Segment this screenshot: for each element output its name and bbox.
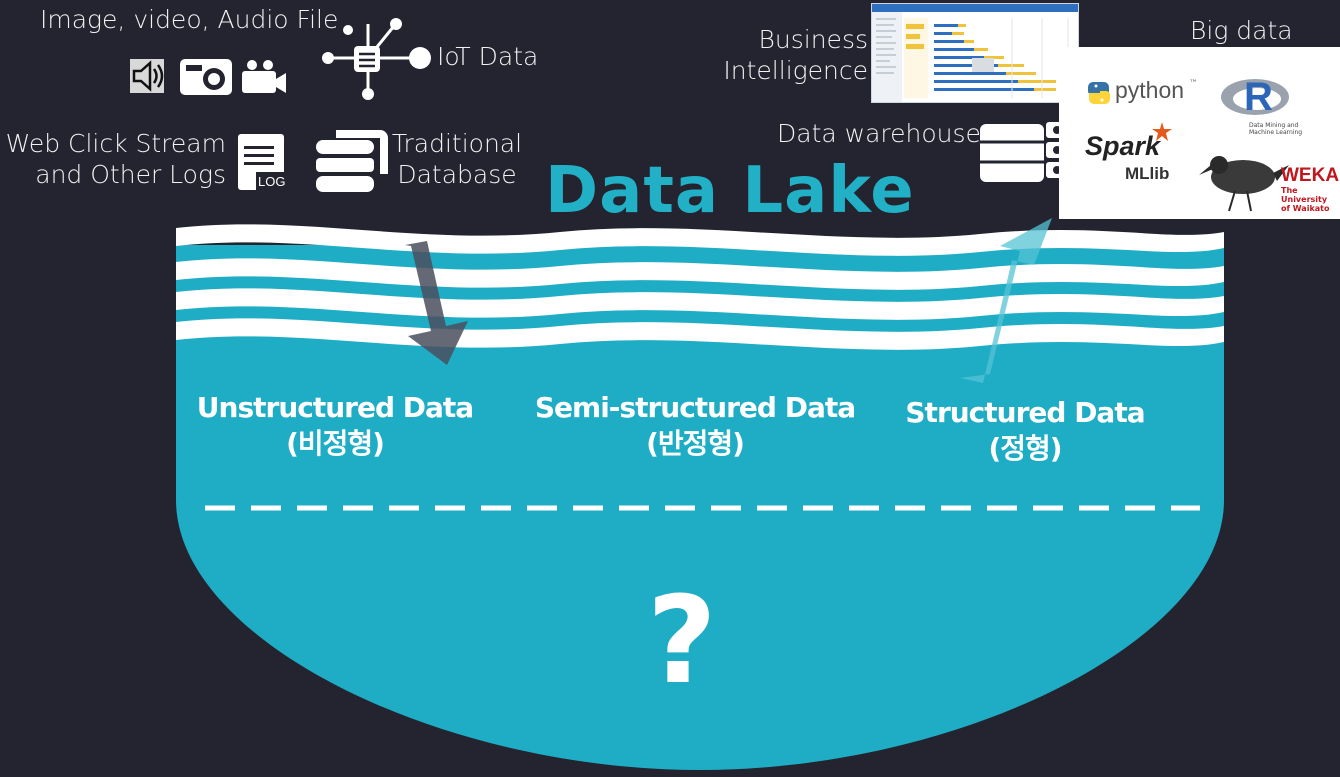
python-text: python bbox=[1115, 77, 1185, 103]
outflow-arrow bbox=[960, 218, 1052, 383]
traditional-db-label: Traditional Database bbox=[382, 128, 532, 190]
speaker-icon bbox=[130, 59, 164, 93]
wave-1 bbox=[176, 224, 1224, 256]
lake-body bbox=[176, 245, 1224, 770]
spark-text: Spark bbox=[1085, 131, 1161, 161]
python-tm: ™ bbox=[1189, 79, 1198, 89]
bi-dashboard-thumbnail bbox=[871, 3, 1079, 103]
weka-bird-icon bbox=[1199, 156, 1289, 212]
python-logo-icon bbox=[1088, 82, 1110, 104]
bigdata-tools-panel: python ™ R Data Mining and Machine Learn… bbox=[1059, 47, 1340, 219]
r-caption: Data Mining and Machine Learning bbox=[1249, 122, 1302, 136]
database-icon bbox=[316, 130, 388, 192]
weka-caption: The University of Waikato bbox=[1281, 186, 1340, 213]
r-text: R bbox=[1244, 75, 1273, 119]
category-structured: Structured Data (정형) bbox=[885, 395, 1165, 467]
bi-label-line1: Business bbox=[758, 25, 868, 54]
r-logo-icon bbox=[1221, 79, 1289, 115]
unknown-question-mark: ? bbox=[647, 572, 717, 711]
bigdata-label: Big data bbox=[1190, 16, 1293, 45]
weka-text: WEKA bbox=[1281, 165, 1340, 186]
video-camera-icon bbox=[242, 60, 286, 93]
media-label: Image, video, Audio File bbox=[40, 5, 339, 34]
weka-caption-line1: The University bbox=[1281, 186, 1328, 204]
category-unstructured-name: Unstructured Data bbox=[196, 391, 474, 424]
spark-star-icon bbox=[1152, 122, 1172, 141]
wave-2 bbox=[176, 258, 1224, 290]
media-icons bbox=[130, 59, 286, 95]
bi-label-line2: Intelligence bbox=[723, 56, 868, 85]
log-file-icon: LOG bbox=[238, 134, 286, 192]
diagram-title: Data Lake bbox=[545, 154, 915, 228]
inflow-arrow bbox=[405, 241, 468, 365]
category-semistructured: Semi-structured Data (반정형) bbox=[510, 390, 880, 462]
weblog-label: Web Click Stream and Other Logs bbox=[4, 128, 226, 190]
log-icon-text: LOG bbox=[258, 174, 286, 189]
category-unstructured-korean: (비정형) bbox=[286, 427, 385, 460]
traditional-db-line2: Database bbox=[397, 160, 517, 189]
dashboard-screenshot-icon bbox=[872, 4, 1078, 102]
weka-caption-line2: of Waikato bbox=[1281, 204, 1330, 213]
category-semistructured-name: Semi-structured Data bbox=[534, 391, 856, 424]
iot-hub-icon bbox=[322, 18, 431, 100]
category-structured-korean: (정형) bbox=[988, 432, 1062, 465]
warehouse-label: Data warehouse bbox=[777, 119, 981, 148]
category-unstructured: Unstructured Data (비정형) bbox=[180, 390, 490, 462]
bi-label: Business Intelligence bbox=[700, 24, 868, 86]
camera-icon bbox=[180, 59, 232, 95]
weblog-label-line1: Web Click Stream bbox=[5, 129, 226, 158]
r-caption-line2: Machine Learning bbox=[1249, 129, 1303, 136]
weblog-label-line2: and Other Logs bbox=[35, 160, 226, 189]
r-caption-line1: Data Mining and bbox=[1249, 122, 1299, 129]
traditional-db-line1: Traditional bbox=[391, 129, 523, 158]
mllib-text: MLlib bbox=[1125, 164, 1170, 183]
iot-label: IoT Data bbox=[437, 42, 539, 71]
category-semistructured-korean: (반정형) bbox=[646, 427, 745, 460]
category-structured-name: Structured Data bbox=[905, 396, 1145, 429]
